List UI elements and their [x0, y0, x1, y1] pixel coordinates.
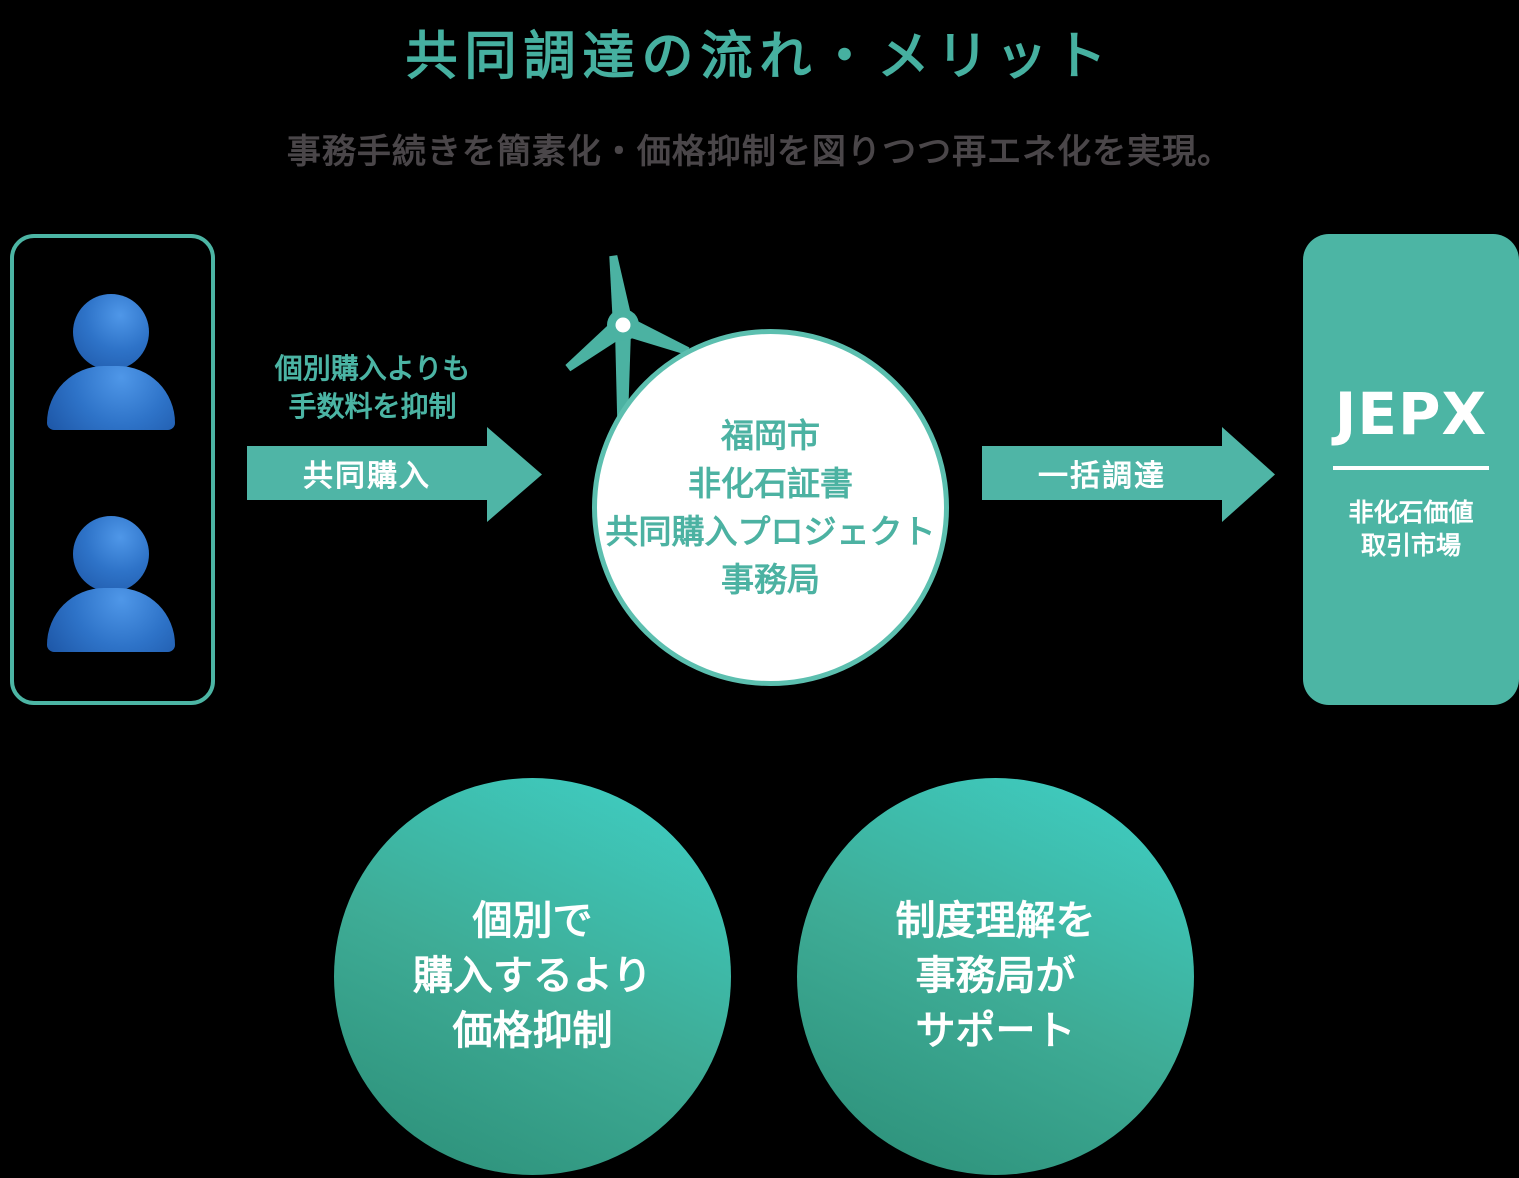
page-subtitle: 事務手続きを簡素化・価格抑制を図りつつ再エネ化を実現。: [286, 132, 1233, 172]
purchase-note: 個別購入よりも 手数料を抑制: [240, 350, 505, 426]
benefit-support-line2: 事務局が: [915, 953, 1076, 999]
benefit-price-line3: 価格抑制: [452, 1008, 613, 1054]
benefit-price-line2: 購入するより: [412, 953, 653, 999]
purchase-note-line2: 手数料を抑制: [288, 390, 457, 423]
person-torso-shape: [47, 366, 175, 430]
participants-group-box: [10, 234, 215, 705]
benefit-price-text: 個別で 購入するより 価格抑制: [413, 894, 652, 1059]
person-icon: [46, 294, 176, 430]
jepx-market-card: JEPX 非化石価値 取引市場: [1303, 234, 1519, 705]
joint-purchase-arrow-icon: [247, 427, 542, 522]
benefit-support-line3: サポート: [915, 1008, 1076, 1054]
jepx-subtitle-line1: 非化石価値: [1348, 498, 1474, 527]
joint-purchase-arrow-label: 共同購入: [303, 459, 431, 494]
person-head-shape: [73, 516, 149, 592]
purchase-note-line1: 個別購入よりも: [274, 352, 471, 385]
jepx-subtitle: 非化石価値 取引市場: [1303, 496, 1519, 562]
office-line4: 事務局: [721, 559, 820, 599]
person-torso-shape: [47, 588, 175, 652]
benefit-support-text: 制度理解を 事務局が サポート: [896, 894, 1096, 1059]
office-line2: 非化石証書: [688, 463, 853, 503]
office-circle-text: 福岡市 非化石証書 共同購入プロジェクト 事務局: [606, 412, 936, 604]
person-head-shape: [73, 294, 149, 370]
office-circle: 福岡市 非化石証書 共同購入プロジェクト 事務局: [592, 329, 949, 686]
office-line1: 福岡市: [721, 415, 820, 455]
office-line3: 共同購入プロジェクト: [605, 511, 936, 551]
person-icon: [46, 516, 176, 652]
jepx-divider: [1333, 466, 1489, 470]
benefit-price-circle: 個別で 購入するより 価格抑制: [334, 778, 731, 1175]
jepx-subtitle-line2: 取引市場: [1360, 531, 1461, 560]
benefit-support-line1: 制度理解を: [895, 898, 1096, 944]
bulk-procurement-arrow-icon: [982, 427, 1275, 522]
benefit-support-circle: 制度理解を 事務局が サポート: [797, 778, 1194, 1175]
page-title: 共同調達の流れ・メリット: [405, 27, 1114, 87]
jepx-title: JEPX: [1334, 380, 1488, 448]
benefit-price-line1: 個別で: [472, 898, 593, 944]
bulk-procurement-arrow-label: 一括調達: [1038, 459, 1166, 494]
